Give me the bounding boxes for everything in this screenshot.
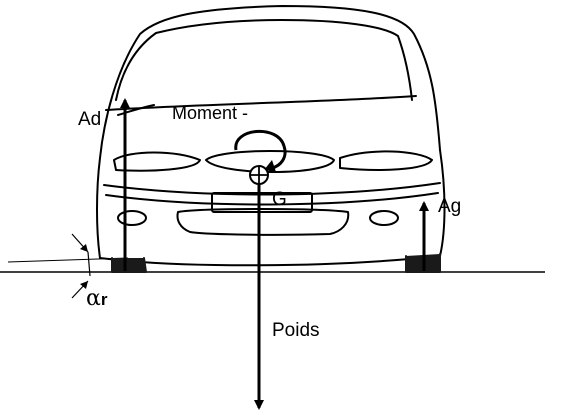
car-front-drawing	[96, 5, 446, 273]
circled-cross-icon	[249, 165, 269, 185]
weight-label: Poids	[272, 320, 320, 341]
angle-marker	[71, 233, 91, 299]
ag-label: Ag	[438, 196, 461, 217]
moment-label: Moment -	[172, 103, 248, 123]
ad-label: Ad	[78, 109, 101, 130]
angle-subscript: r	[101, 290, 108, 309]
center-of-gravity-label: G	[272, 189, 287, 210]
angle-symbol: α	[86, 286, 101, 311]
angle-label: αr	[86, 286, 108, 311]
